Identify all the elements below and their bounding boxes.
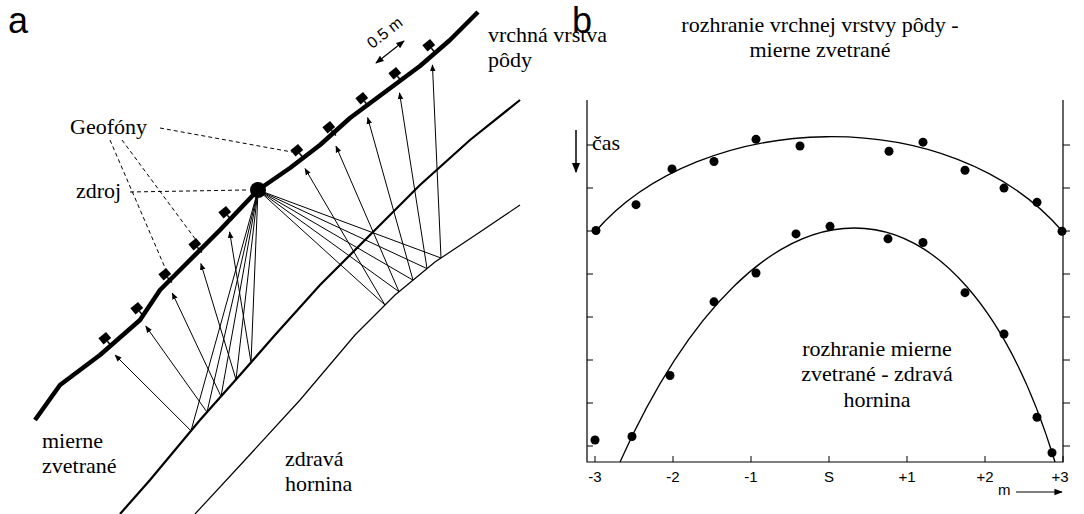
tick-label: -1 — [731, 468, 771, 485]
data-point — [884, 234, 893, 243]
traveltime-curve — [595, 137, 1063, 232]
data-point — [591, 436, 600, 445]
distance-arrow — [1016, 491, 1062, 492]
data-point — [961, 288, 970, 297]
tick-label: +1 — [887, 468, 927, 485]
ray — [115, 190, 258, 431]
data-point — [1000, 330, 1009, 339]
axis-unit: m — [998, 481, 1018, 498]
geophone — [98, 332, 115, 350]
geophone — [158, 268, 175, 286]
data-point — [961, 166, 970, 175]
data-point — [796, 141, 805, 150]
data-point — [885, 147, 894, 156]
data-point — [628, 432, 637, 441]
ray — [258, 93, 427, 269]
data-point — [919, 138, 928, 147]
tick-label: S — [809, 468, 849, 485]
tick-label: -2 — [653, 468, 693, 485]
data-point — [1048, 448, 1057, 457]
part-label: Geofóny — [70, 114, 170, 139]
axis-ticks — [587, 145, 1070, 462]
ray — [258, 146, 399, 292]
layer-label: mierne zvetrané — [42, 428, 132, 479]
ray-paths — [115, 65, 441, 431]
data-point — [632, 200, 641, 209]
data-point — [752, 135, 761, 144]
layer-label: zdravá hornina — [285, 446, 375, 497]
ray — [146, 190, 258, 412]
geophone — [322, 121, 339, 139]
chart-axes — [587, 100, 1063, 462]
tick-label: +3 — [1040, 468, 1080, 485]
geophones — [98, 39, 439, 350]
geophone — [218, 206, 235, 224]
data-point — [792, 229, 801, 238]
data-point — [1033, 413, 1042, 422]
ground-surface — [35, 12, 478, 420]
panel-letter: a — [8, 0, 48, 41]
scale-label: 0.5 m — [352, 4, 418, 62]
axis-title: čas — [592, 130, 642, 155]
ray — [172, 190, 258, 396]
geophone — [290, 144, 307, 162]
curve-label: rozhranie vrchnej vrstvy pôdy - mierne z… — [655, 12, 985, 63]
data-point — [668, 164, 677, 173]
data-points — [591, 135, 1067, 457]
data-point — [592, 226, 601, 235]
source-dot — [250, 182, 266, 198]
curve-label: rozhranie mierne zvetrané - zdravá horni… — [782, 336, 972, 412]
ray — [230, 190, 258, 362]
panel-letter: b — [572, 0, 612, 41]
weathered-interface — [120, 100, 520, 514]
data-point — [710, 157, 719, 166]
data-point — [1000, 184, 1009, 193]
data-point — [1058, 227, 1067, 236]
geophone — [130, 302, 147, 320]
leader-lines — [110, 128, 292, 270]
data-point — [752, 268, 761, 277]
data-point — [710, 297, 719, 306]
part-label: zdroj — [76, 178, 136, 203]
time-arrow — [575, 130, 577, 172]
tick-label: -3 — [575, 468, 615, 485]
layer-label: vrchná vrstva pôdy — [488, 22, 638, 73]
geophone — [355, 92, 372, 110]
ray — [258, 169, 385, 305]
geophone — [388, 67, 405, 85]
traveltime-curve — [620, 228, 1055, 462]
data-point — [826, 222, 835, 231]
data-point — [1033, 198, 1042, 207]
data-point — [666, 371, 675, 380]
ray — [258, 65, 441, 258]
data-point — [919, 238, 928, 247]
geophone — [188, 238, 205, 256]
ray — [201, 190, 258, 380]
geophone — [422, 39, 439, 57]
